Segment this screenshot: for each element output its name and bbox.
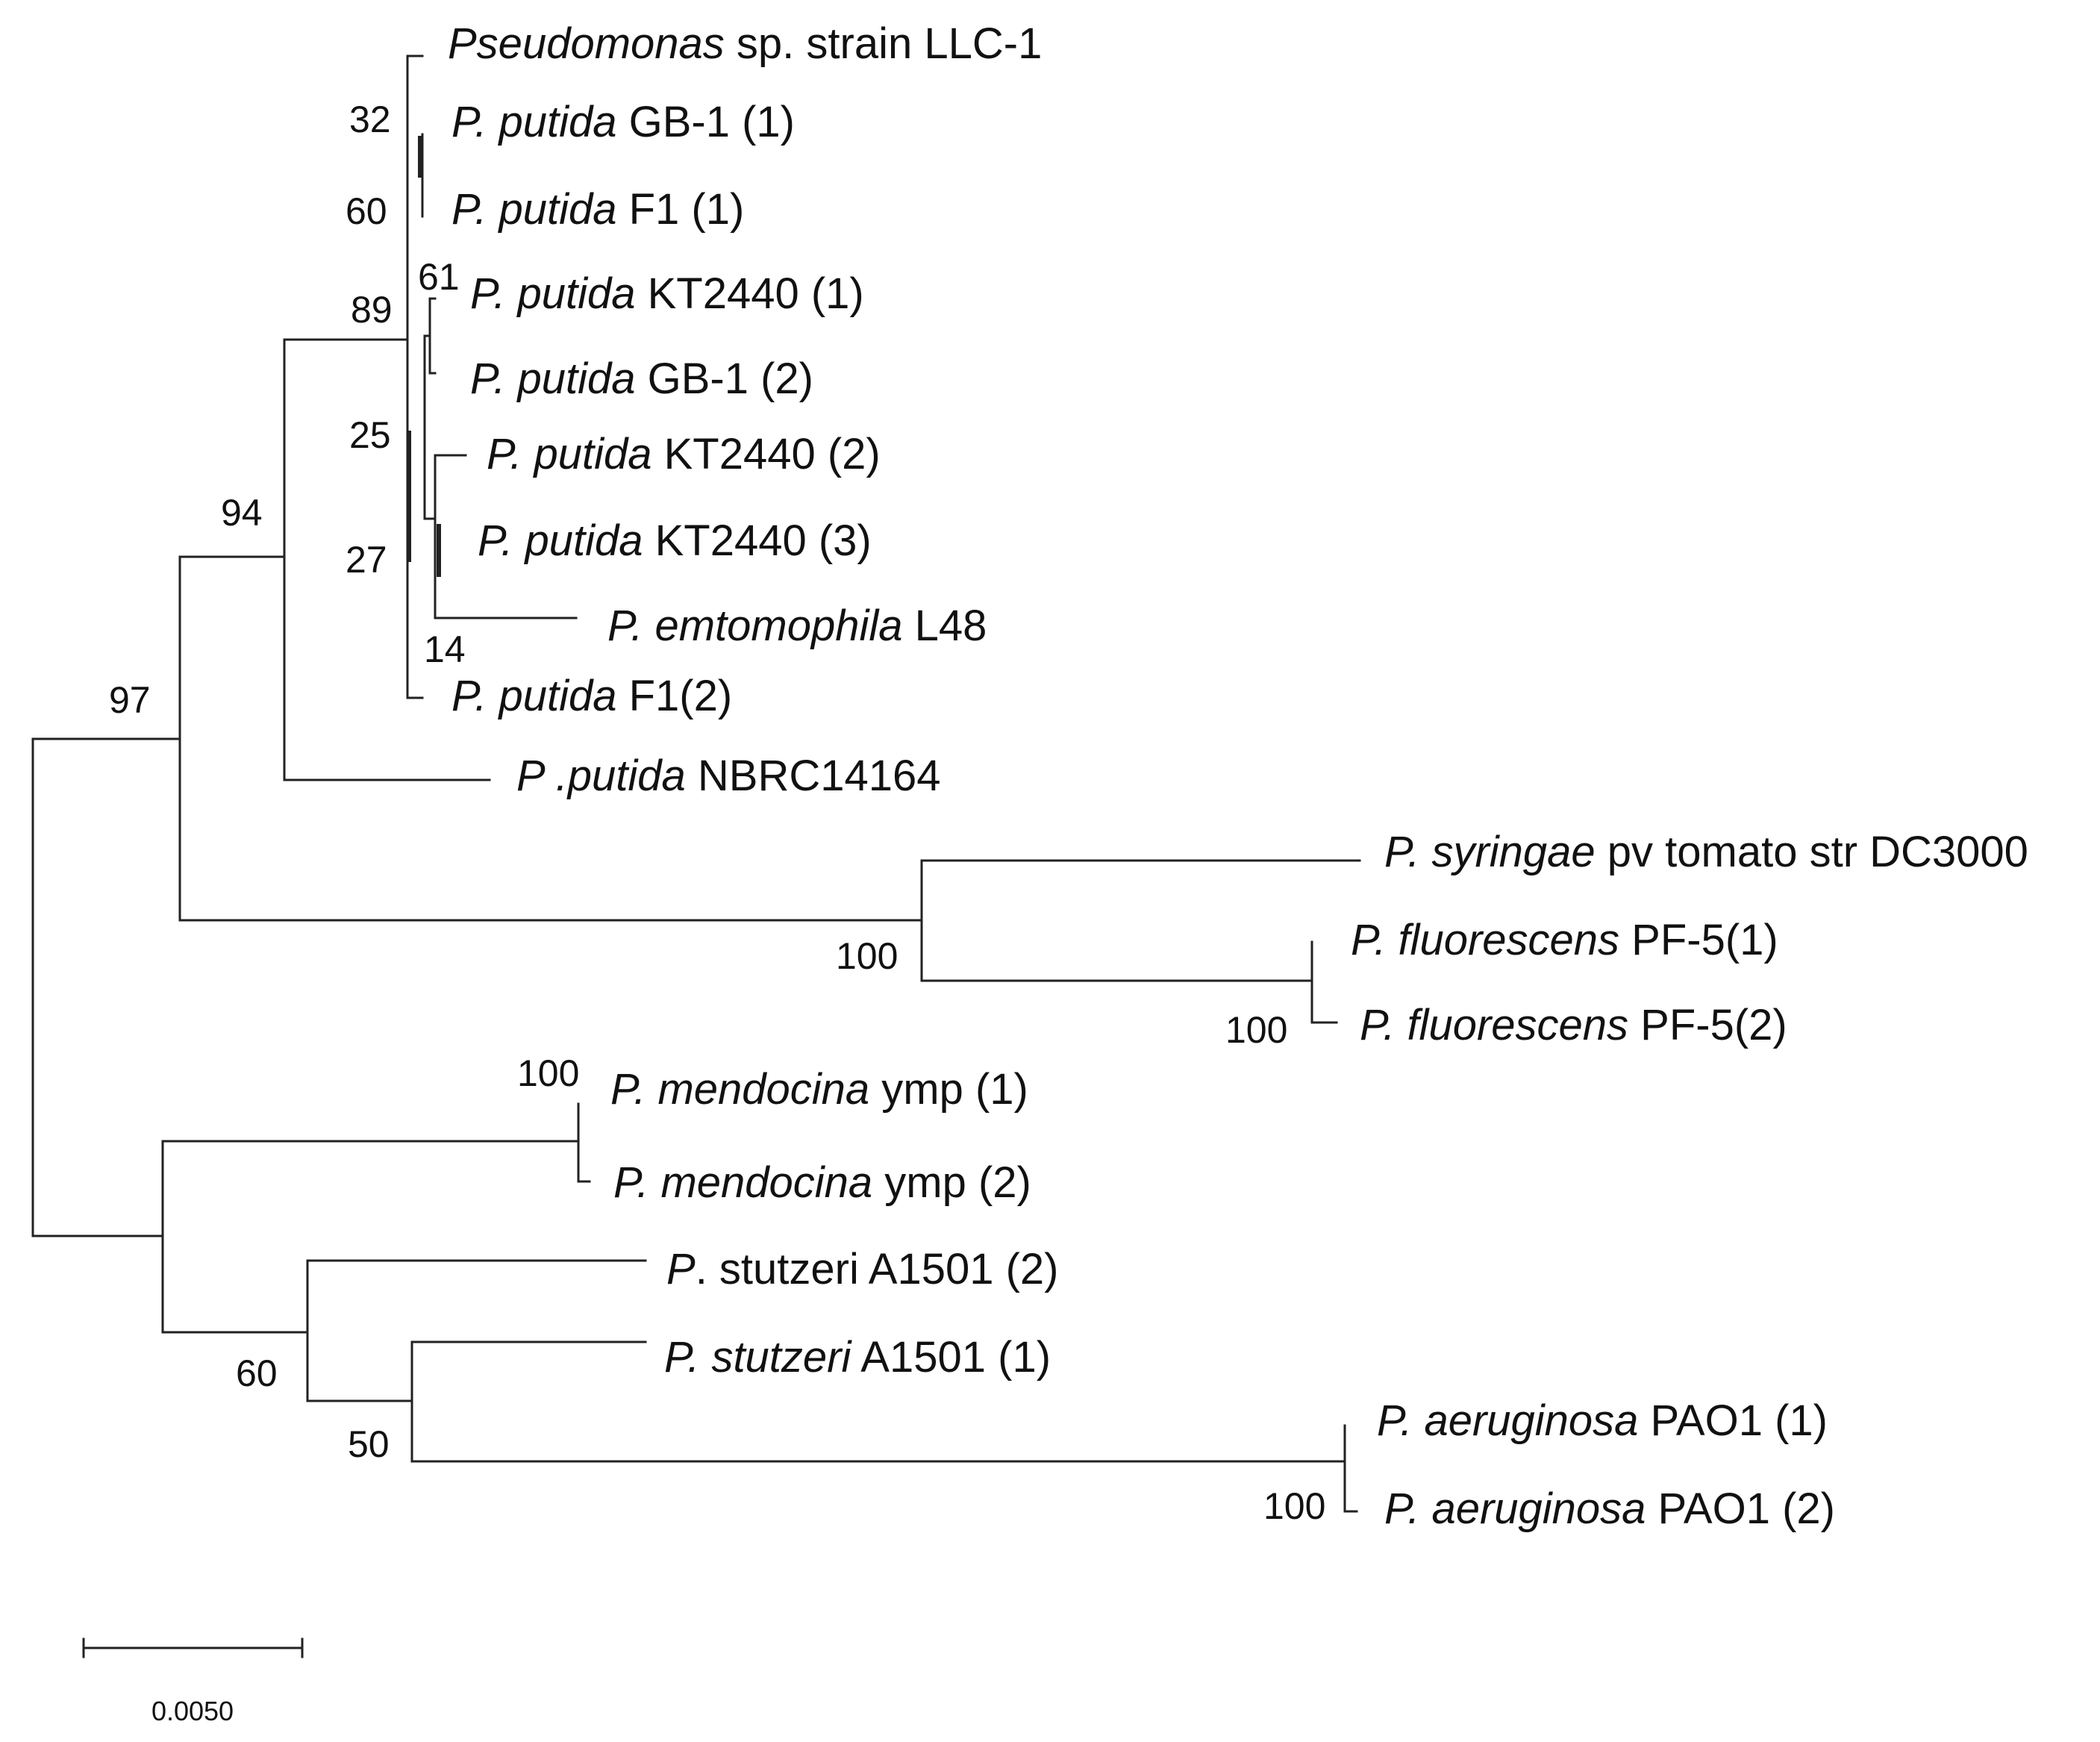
taxon-ymp-1: P. mendocina ymp (1) — [610, 1065, 1028, 1114]
taxon-kt2440-2: P. putida KT2440 (2) — [487, 430, 881, 478]
bootstrap-100-syringae: 100 — [836, 935, 898, 977]
taxon-ymp-2: P. mendocina ymp (2) — [613, 1158, 1031, 1207]
bootstrap-25: 25 — [349, 414, 391, 456]
taxon-f1-2: P. putida F1(2) — [451, 672, 732, 720]
bootstrap-14: 14 — [424, 628, 466, 670]
bootstrap-60-putida: 60 — [346, 190, 387, 232]
bootstrap-100-fluorescens: 100 — [1225, 1009, 1287, 1051]
taxon-stutzeri-1: P. stutzeri A1501 (1) — [664, 1333, 1051, 1382]
bootstrap-60-stutzeri: 60 — [236, 1352, 278, 1394]
taxon-syringae: P. syringae pv tomato str DC3000 — [1384, 828, 2028, 876]
scale-bar: 0.0050 — [82, 1638, 304, 1726]
bootstrap-61: 61 — [418, 256, 460, 298]
bootstrap-100-aeruginosa: 100 — [1263, 1485, 1325, 1527]
taxon-pf5-1: P. fluorescens PF-5(1) — [1351, 916, 1778, 964]
taxon-f1-1: P. putida F1 (1) — [451, 185, 744, 234]
taxon-stutzeri-2: P. stutzeri A1501 (2) — [666, 1245, 1059, 1293]
taxon-llc1: Pseudomonas sp. strain LLC-1 — [448, 19, 1042, 68]
taxon-pao1-2: P. aeruginosa PAO1 (2) — [1384, 1485, 1835, 1533]
taxon-nbrc14164: P .putida NBRC14164 — [516, 752, 941, 800]
taxon-pf5-2: P. fluorescens PF-5(2) — [1360, 1001, 1787, 1049]
taxon-kt2440-1: P. putida KT2440 (1) — [470, 269, 864, 318]
taxon-pao1-1: P. aeruginosa PAO1 (1) — [1377, 1396, 1828, 1445]
taxon-gb1-2: P. putida GB-1 (2) — [470, 355, 813, 403]
bootstrap-89: 89 — [351, 289, 393, 331]
tree-branches — [31, 54, 1361, 1513]
bootstrap-97: 97 — [109, 679, 151, 721]
bootstrap-50: 50 — [348, 1423, 390, 1465]
taxon-kt2440-3: P. putida KT2440 (3) — [478, 516, 872, 565]
bootstrap-94: 94 — [221, 492, 263, 534]
bootstrap-100-mendocina: 100 — [517, 1052, 579, 1094]
taxon-l48: P. emtomophila L48 — [607, 602, 987, 650]
taxon-gb1-1: P. putida GB-1 (1) — [451, 98, 795, 146]
taxon-labels: Pseudomonas sp. strain LLC-1 P. putida G… — [448, 19, 2028, 1533]
bootstrap-values: 32 60 61 89 25 27 14 94 97 100 100 100 6… — [109, 99, 1325, 1527]
scale-bar-label: 0.0050 — [151, 1696, 234, 1726]
bootstrap-32: 32 — [349, 99, 391, 140]
bootstrap-27: 27 — [346, 539, 387, 581]
